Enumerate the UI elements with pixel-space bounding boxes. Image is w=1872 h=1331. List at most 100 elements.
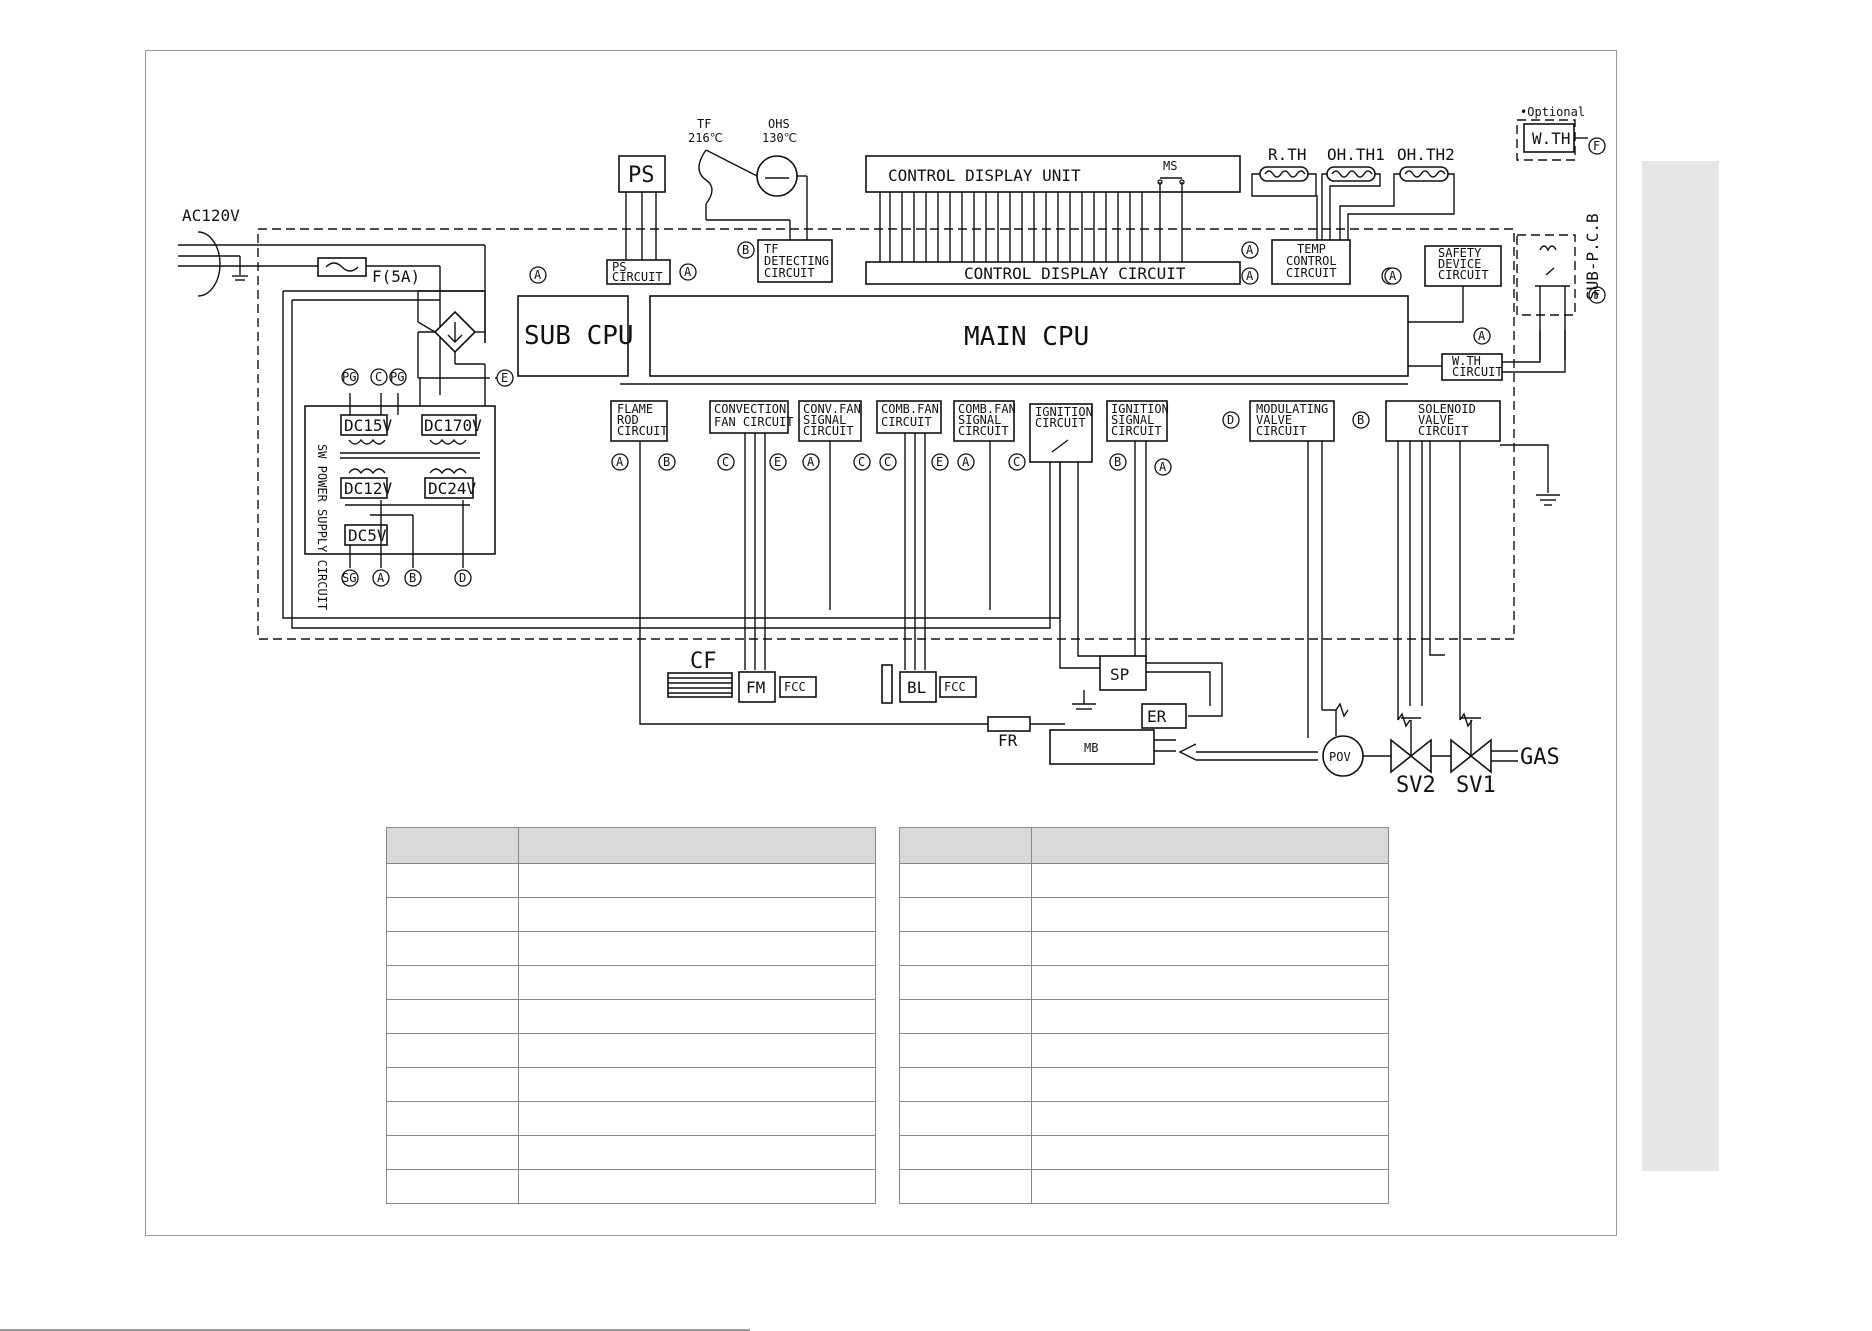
svg-text:FLAME: FLAME bbox=[617, 402, 653, 416]
table-cell bbox=[518, 1067, 876, 1102]
table-cell bbox=[386, 1033, 519, 1068]
ohs-label: OHS bbox=[768, 117, 790, 131]
svg-text:B: B bbox=[409, 571, 416, 585]
svg-text:FAN CIRCUIT: FAN CIRCUIT bbox=[714, 415, 793, 429]
table-cell bbox=[386, 965, 519, 1000]
svg-text:CIRCUIT: CIRCUIT bbox=[764, 266, 815, 280]
svg-text:A: A bbox=[1478, 329, 1486, 343]
table-row bbox=[386, 1169, 876, 1204]
table-cell bbox=[1031, 1135, 1389, 1170]
ps-circuit: PS CIRCUIT A bbox=[606, 259, 697, 285]
mb-label: MB bbox=[1084, 741, 1098, 755]
comb-fan-signal-circuit bbox=[953, 400, 1015, 442]
svg-text:A: A bbox=[807, 455, 815, 469]
table-row bbox=[386, 965, 876, 1000]
rth-label: R.TH bbox=[1268, 145, 1307, 164]
svg-text:SIGNAL: SIGNAL bbox=[958, 413, 1001, 427]
svg-text:B: B bbox=[663, 455, 670, 469]
reference-table-left bbox=[386, 827, 876, 1204]
ignition-circuit bbox=[1029, 403, 1093, 463]
svg-text:W.TH: W.TH bbox=[1452, 354, 1481, 368]
svg-text:CIRCUIT: CIRCUIT bbox=[803, 424, 854, 438]
table-row bbox=[899, 1101, 1389, 1136]
table-cell bbox=[386, 1101, 519, 1136]
dc15v-box bbox=[340, 414, 388, 436]
svg-text:CIRCUIT: CIRCUIT bbox=[1111, 424, 1162, 438]
dc12v-box bbox=[340, 477, 388, 499]
svg-text:B: B bbox=[1357, 413, 1364, 427]
svg-text:CIRCUIT: CIRCUIT bbox=[612, 270, 663, 284]
svg-text:PG: PG bbox=[342, 370, 356, 384]
control-display-circuit: CONTROL DISPLAY CIRCUIT A A bbox=[865, 241, 1259, 285]
svg-text:F: F bbox=[1593, 139, 1600, 153]
svg-text:D: D bbox=[459, 571, 466, 585]
control-display-unit-label: CONTROL DISPLAY UNIT bbox=[888, 166, 1081, 185]
convection-fan-circuit bbox=[709, 400, 789, 434]
table-row bbox=[386, 1135, 876, 1170]
svg-text:E: E bbox=[501, 371, 508, 385]
svg-text:CONTROL: CONTROL bbox=[1286, 254, 1337, 268]
main-pcb-boundary bbox=[257, 228, 1515, 640]
ps-label: PS bbox=[628, 163, 655, 188]
table-cell bbox=[899, 827, 1032, 864]
table-row bbox=[386, 1067, 876, 1102]
svg-text:A: A bbox=[616, 455, 624, 469]
conv-fan-signal-circuit bbox=[798, 400, 862, 442]
svg-text:A: A bbox=[1389, 269, 1397, 283]
table-cell bbox=[1031, 931, 1389, 966]
table-cell bbox=[899, 999, 1032, 1034]
svg-text:IGNITION: IGNITION bbox=[1035, 405, 1093, 419]
svg-text:COMB.FAN: COMB.FAN bbox=[958, 402, 1016, 416]
svg-text:C: C bbox=[858, 455, 865, 469]
main-cpu: MAIN CPU A bbox=[649, 267, 1409, 377]
svg-text:CONV.FAN: CONV.FAN bbox=[803, 402, 861, 416]
table-cell bbox=[518, 897, 876, 932]
dc170v-label: DC170V bbox=[424, 416, 482, 435]
svg-text:CIRCUIT: CIRCUIT bbox=[1438, 268, 1489, 282]
svg-text:IGNITION: IGNITION bbox=[1111, 402, 1169, 416]
table-row bbox=[386, 1033, 876, 1068]
er-label: ER bbox=[1147, 707, 1167, 726]
svg-text:ROD: ROD bbox=[617, 413, 639, 427]
table-cell bbox=[518, 965, 876, 1000]
psu-markers: PG C PG E SG A B D bbox=[341, 368, 514, 587]
table-cell bbox=[899, 897, 1032, 932]
svg-text:CIRCUIT: CIRCUIT bbox=[1256, 424, 1307, 438]
svg-text:CIRCUIT: CIRCUIT bbox=[881, 415, 932, 429]
svg-text:E: E bbox=[936, 455, 943, 469]
table-cell bbox=[386, 827, 519, 864]
cf-label: CF bbox=[690, 649, 717, 674]
rectifier-bridge bbox=[417, 290, 500, 412]
gas-valves: POV SV2 SV1 GAS bbox=[1322, 702, 1560, 798]
spark-plug: SP ER bbox=[1072, 655, 1223, 729]
safety-device-circuit: SAFETY DEVICE CIRCUIT bbox=[1408, 245, 1502, 323]
temp-control-circuit: TEMP CONTROL CIRCUIT A bbox=[1271, 239, 1399, 285]
table-cell bbox=[899, 1067, 1032, 1102]
svg-text:TF: TF bbox=[764, 242, 778, 256]
wth-label: W.TH bbox=[1532, 129, 1571, 148]
table-cell bbox=[518, 863, 876, 898]
output-wires bbox=[639, 433, 1461, 738]
ohth2-label: OH.TH2 bbox=[1397, 145, 1455, 164]
svg-text:COMB.FAN: COMB.FAN bbox=[881, 402, 939, 416]
svg-text:F: F bbox=[1593, 288, 1600, 302]
fr-label: FR bbox=[998, 731, 1018, 750]
dc24v-label: DC24V bbox=[428, 479, 477, 498]
svg-text:CIRCUIT: CIRCUIT bbox=[1286, 266, 1337, 280]
svg-text:DETECTING: DETECTING bbox=[764, 254, 829, 268]
table-row bbox=[899, 1169, 1389, 1204]
plug-icon bbox=[197, 231, 221, 297]
svg-text:A: A bbox=[1246, 269, 1254, 283]
wth-circuit: A W.TH CIRCUIT bbox=[1408, 327, 1566, 381]
ignition-signal-circuit bbox=[1106, 400, 1168, 442]
table-row bbox=[386, 897, 876, 932]
svg-text:SOLENOID: SOLENOID bbox=[1418, 402, 1476, 416]
lower-markers: A B C E A C C E A C B A bbox=[611, 453, 1172, 476]
table-cell bbox=[518, 999, 876, 1034]
thermistors: R.TH OH.TH1 OH.TH2 bbox=[1251, 145, 1455, 240]
optional-label: •Optional bbox=[1520, 105, 1585, 119]
optional-wth: •Optional W.TH F F SUB-P.C.B bbox=[1520, 105, 1606, 360]
table-cell bbox=[518, 1169, 876, 1204]
table-cell bbox=[899, 863, 1032, 898]
